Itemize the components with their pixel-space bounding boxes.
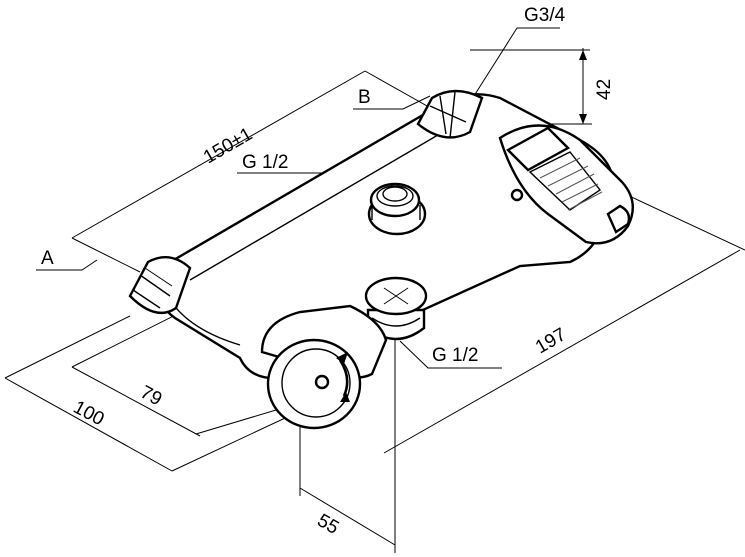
screw-dot (510, 188, 524, 202)
labels: G3/4 42 B 150±1 G 1/2 A 197 G 1/2 79 100… (41, 5, 615, 539)
label-dim-100: 100 (70, 397, 108, 430)
thermostat-handle (498, 124, 634, 245)
bottom-outlet (364, 276, 428, 341)
label-g12-top: G 1/2 (242, 152, 288, 173)
handle-screw-icon (314, 374, 330, 390)
connector-a (128, 256, 192, 315)
flow-handle (260, 304, 388, 430)
label-dim-55: 55 (314, 510, 343, 539)
label-dim-197: 197 (532, 324, 570, 358)
label-b: B (358, 87, 371, 108)
top-outlet (367, 182, 427, 236)
label-g34: G3/4 (524, 5, 566, 26)
connector-b (416, 89, 484, 139)
label-a: A (41, 248, 54, 269)
label-g12-bottom: G 1/2 (432, 345, 478, 366)
label-dim-79: 79 (137, 382, 166, 410)
label-dim-42: 42 (594, 79, 615, 100)
